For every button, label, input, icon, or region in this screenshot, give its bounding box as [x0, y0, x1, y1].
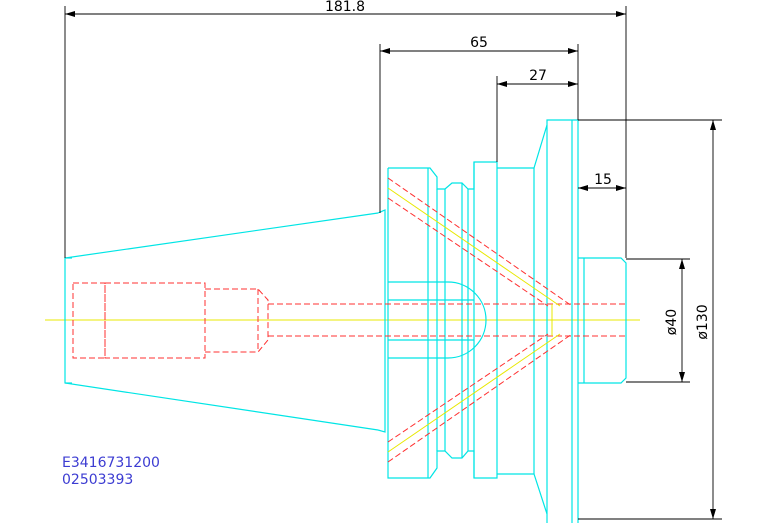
channel-center-lower: [387, 333, 561, 453]
pilot-boss: [578, 257, 627, 384]
dimension-27: 27: [496, 68, 578, 162]
dimension-dia-40: ø40: [626, 258, 690, 383]
shank-bore-front: [72, 282, 106, 359]
dim-flange-length: 65: [470, 35, 488, 51]
taper-step: [377, 209, 386, 433]
coolant-channel-upper-a: [387, 177, 573, 307]
part-code-line-2: 02503393: [62, 472, 133, 488]
dimension-181-8: 181.8: [64, 0, 627, 258]
part-code-line-1: E3416731200: [62, 455, 160, 471]
dim-pilot-diameter: ø40: [664, 309, 680, 335]
dim-collar-length: 27: [529, 68, 547, 84]
central-bore: [388, 281, 487, 359]
hidden-lines: [72, 177, 626, 463]
taper-shank: [64, 212, 379, 431]
neck-lower: [497, 473, 548, 523]
dimension-65: 65: [379, 35, 579, 213]
coolant-channel-lower-a: [387, 333, 573, 463]
shank-bore: [104, 282, 206, 359]
dim-overall-length: 181.8: [325, 0, 365, 15]
channel-center-upper: [387, 187, 561, 307]
dimension-dia-130: ø130: [578, 119, 722, 520]
dim-pilot-length: 15: [594, 172, 612, 188]
part-outline: [64, 119, 627, 523]
dim-flange-diameter: ø130: [695, 304, 711, 339]
flange-upper-profile: [388, 161, 498, 190]
coolant-channel-lower-b: [387, 333, 549, 443]
neck-upper: [497, 119, 579, 523]
dimension-15: 15: [578, 172, 626, 191]
coolant-channel-upper-b: [387, 197, 549, 307]
channel-centers: [387, 187, 561, 453]
